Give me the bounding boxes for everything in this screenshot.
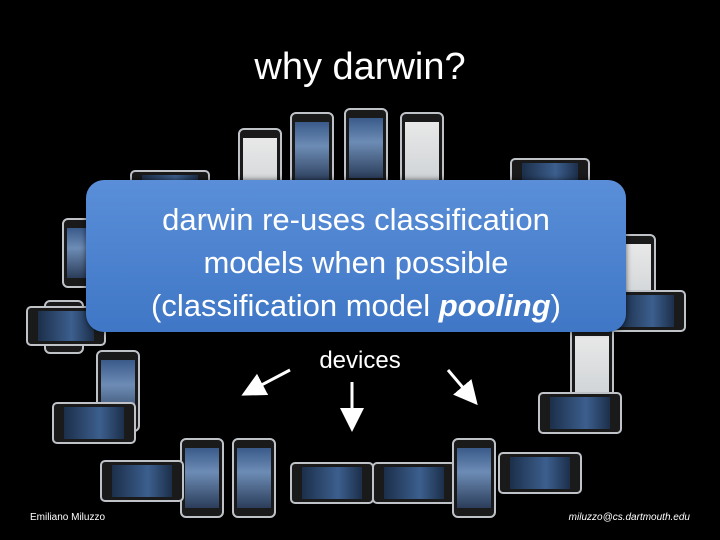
footer-author: Emiliano Miluzzo (30, 512, 106, 523)
phone-image (290, 462, 374, 504)
slide-title: why darwin? (254, 46, 466, 88)
phone-image (498, 452, 582, 494)
arrow-left (241, 368, 291, 396)
callout-line-3-prefix: (classification model (151, 288, 439, 323)
phone-image (290, 112, 334, 192)
callout-line-3-suffix: ) (550, 288, 561, 323)
phone-image (180, 438, 224, 518)
phone-image (344, 108, 388, 188)
callout-line-3: (classification model pooling) (86, 288, 626, 324)
devices-label: devices (319, 347, 401, 374)
arrow-right (446, 369, 478, 406)
phone-image (232, 438, 276, 518)
callout-line-1: darwin re-uses classification (162, 202, 550, 237)
phone-image (100, 460, 184, 502)
callout-pooling-emphasis: pooling (438, 288, 551, 323)
phone-image (52, 402, 136, 444)
phone-image (538, 392, 622, 434)
callout-line-2: models when possible (203, 245, 509, 280)
callout-box: darwin re-uses classification models whe… (86, 180, 626, 332)
footer-email: miluzzo@cs.dartmouth.edu (568, 512, 690, 523)
phone-image (452, 438, 496, 518)
